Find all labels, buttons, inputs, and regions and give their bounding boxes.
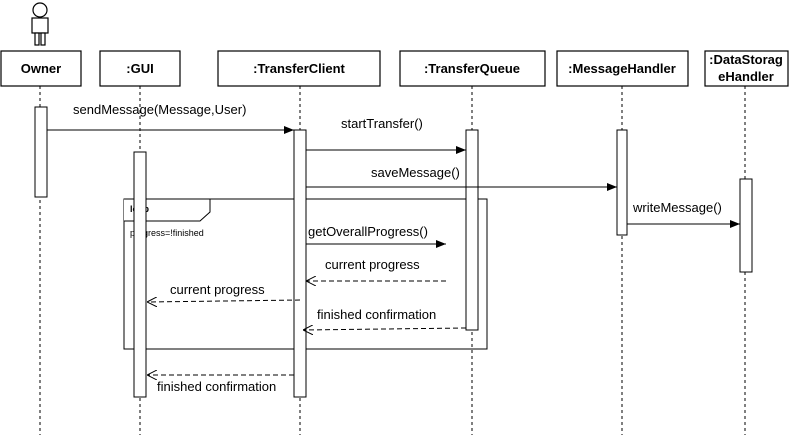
return-finished-confirmation-queue: finished confirmation	[303, 307, 467, 330]
message-writemessage: writeMessage()	[627, 200, 740, 228]
activation-datastoragehandler	[739, 178, 753, 273]
return-finished-confirmation-client: finished confirmation	[147, 375, 294, 394]
message-label: current progress	[170, 282, 265, 297]
participant-label: :MessageHandler	[568, 61, 676, 76]
return-current-progress-queue: current progress	[306, 257, 446, 281]
participant-label: :TransferClient	[253, 61, 345, 76]
message-label: writeMessage()	[632, 200, 722, 215]
return-current-progress-client: current progress	[147, 282, 301, 302]
participant-datastoragehandler[interactable]: :DataStorag eHandler	[704, 50, 789, 87]
message-getoverallprogress: getOverallProgress()	[306, 224, 446, 248]
message-label: getOverallProgress()	[308, 224, 428, 239]
participant-label: Owner	[21, 61, 61, 76]
participant-label-line2: eHandler	[718, 69, 774, 84]
message-label: startTransfer()	[341, 116, 423, 131]
activation-messagehandler	[616, 129, 628, 236]
participant-gui[interactable]: :GUI	[99, 50, 181, 87]
participant-transferclient[interactable]: :TransferClient	[217, 50, 381, 87]
participant-label-line1: :DataStorag	[709, 52, 783, 67]
participant-transferqueue[interactable]: :TransferQueue	[399, 50, 546, 87]
activation-gui	[133, 151, 147, 398]
activation-transferclient	[293, 129, 307, 398]
participant-messagehandler[interactable]: :MessageHandler	[556, 50, 689, 87]
message-label: saveMessage()	[371, 165, 460, 180]
message-label: sendMessage(Message,User)	[73, 102, 246, 117]
loop-guard: progress=!finished	[130, 228, 204, 238]
participant-owner[interactable]: Owner	[0, 50, 82, 87]
message-label: finished confirmation	[317, 307, 436, 322]
actor-icon	[31, 2, 49, 46]
participant-label: :GUI	[126, 61, 153, 76]
message-starttransfer: startTransfer()	[306, 116, 466, 154]
activation-owner	[34, 106, 48, 198]
message-sendmessage: sendMessage(Message,User)	[47, 102, 294, 134]
message-label: current progress	[325, 257, 420, 272]
message-label: finished confirmation	[157, 379, 276, 394]
activation-transferqueue	[465, 129, 479, 331]
message-savemessage: saveMessage()	[306, 165, 617, 191]
participant-label: :TransferQueue	[424, 61, 520, 76]
